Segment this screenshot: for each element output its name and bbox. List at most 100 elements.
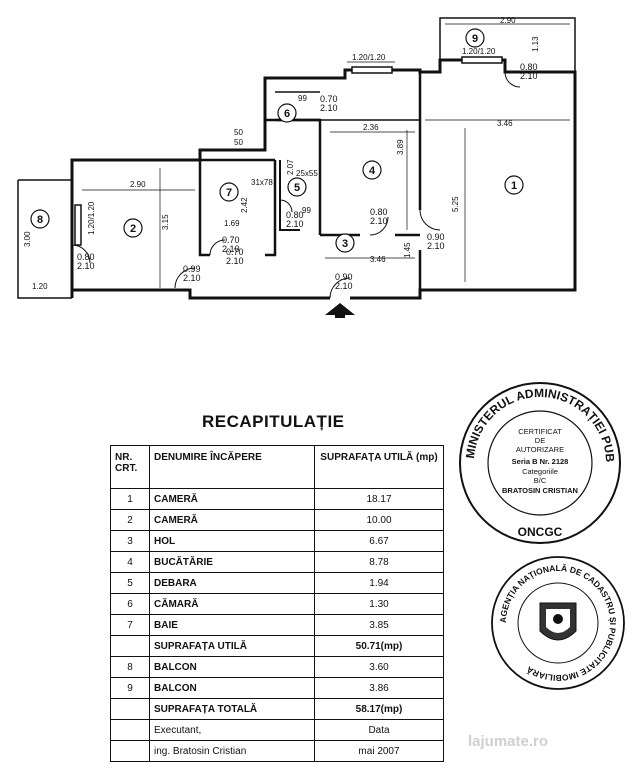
row-name: BALCON bbox=[149, 656, 315, 678]
executant-row: Executant,Data bbox=[110, 719, 444, 741]
door-h: 2.10 bbox=[335, 281, 353, 291]
room-number-2: 2 bbox=[130, 223, 136, 235]
row-name: CAMERĂ bbox=[149, 488, 315, 510]
stamp-line: B/C bbox=[534, 476, 547, 485]
dim-300: 3.00 bbox=[23, 231, 32, 247]
row-name: BALCON bbox=[149, 677, 315, 699]
dim-346-right: 3.46 bbox=[497, 119, 513, 128]
cadastre-stamp: AGENȚIA NAȚIONALĂ DE CADASTRU ȘI PUBLICI… bbox=[491, 556, 625, 690]
door-h: 2.10 bbox=[427, 241, 445, 251]
floor-plan: 1 2 3 4 5 6 7 8 9 2.90 2.90 1.20/1.20 1.… bbox=[17, 16, 577, 318]
recap-table: NR. CRT. DENUMIRE ÎNCĂPERE SUPRAFAȚA UTI… bbox=[110, 445, 444, 762]
dim-207: 2.07 bbox=[286, 159, 295, 175]
room-number-8: 8 bbox=[37, 214, 43, 226]
row-name: DEBARA bbox=[149, 572, 315, 594]
row-area: 6.67 bbox=[314, 530, 444, 552]
dim-120-left: 1.20/1.20 bbox=[87, 201, 96, 235]
coat-of-arms-icon bbox=[539, 602, 577, 641]
row-area: 8.78 bbox=[314, 551, 444, 573]
dim-50a: 50 bbox=[234, 128, 243, 137]
dim-346-hall: 3.46 bbox=[370, 255, 386, 264]
dim-389: 3.89 bbox=[396, 139, 405, 155]
door-h: 2.10 bbox=[286, 219, 304, 229]
dim-290-left: 2.90 bbox=[130, 180, 146, 189]
room-number-5: 5 bbox=[294, 182, 300, 194]
door-w: 0.90 bbox=[427, 232, 445, 242]
dim-50b: 50 bbox=[234, 138, 243, 147]
header-name: DENUMIRE ÎNCĂPERE bbox=[149, 445, 315, 489]
door-w: 0.90 bbox=[335, 272, 353, 282]
dim-31x78: 31x78 bbox=[251, 178, 273, 187]
executant-label: Executant, bbox=[149, 719, 315, 741]
door-w: 0.99 bbox=[183, 264, 201, 274]
door-w: 0.80 bbox=[286, 210, 304, 220]
stamp-bottom-text: ONCGC bbox=[518, 525, 563, 539]
dim-120-bl: 1.20 bbox=[32, 282, 48, 291]
row-area: 3.86 bbox=[314, 677, 444, 699]
watermark-logo: lajumate.ro bbox=[468, 733, 549, 750]
row-name: BUCĂTĂRIE bbox=[149, 551, 315, 573]
row-area: 1.30 bbox=[314, 593, 444, 615]
recap-title: RECAPITULAȚIE bbox=[202, 412, 345, 431]
dim-315: 3.15 bbox=[161, 214, 170, 230]
dim-145: 1.45 bbox=[403, 242, 412, 258]
row-name: BAIE bbox=[149, 614, 315, 636]
row-nr: 8 bbox=[110, 656, 150, 678]
useful-total-value: 50.71(mp) bbox=[314, 635, 444, 657]
door-w: 0.70 bbox=[226, 247, 244, 257]
door-h: 2.10 bbox=[320, 103, 338, 113]
row-nr: 6 bbox=[110, 593, 150, 615]
dim-120-top: 1.20/1.20 bbox=[352, 53, 386, 62]
row-nr: 5 bbox=[110, 572, 150, 594]
date-value: mai 2007 bbox=[314, 740, 444, 762]
row-name: CĂMARĂ bbox=[149, 593, 315, 615]
room-number-1: 1 bbox=[511, 180, 517, 192]
date-label: Data bbox=[314, 719, 444, 741]
row-nr: 7 bbox=[110, 614, 150, 636]
row-nr: 9 bbox=[110, 677, 150, 699]
dim-99b: 99 bbox=[302, 206, 311, 215]
row-area: 1.94 bbox=[314, 572, 444, 594]
grand-total-value: 58.17(mp) bbox=[314, 698, 444, 720]
door-h: 2.10 bbox=[183, 273, 201, 283]
dim-236: 2.36 bbox=[363, 123, 379, 132]
dim-242: 2.42 bbox=[240, 197, 249, 213]
header-nr: NR. CRT. bbox=[110, 445, 150, 489]
row-nr: 2 bbox=[110, 509, 150, 531]
row-nr: 1 bbox=[110, 488, 150, 510]
room-number-3: 3 bbox=[342, 238, 348, 250]
room-number-6: 6 bbox=[284, 108, 290, 120]
authorization-stamp: MINISTERUL ADMINISTRAȚIEI PUBLICE ONCGC … bbox=[455, 378, 621, 544]
stamp-line: BRATOSIN CRISTIAN bbox=[502, 486, 578, 495]
stamp-line: Categoriile bbox=[522, 467, 558, 476]
header-area: SUPRAFAȚA UTILĂ (mp) bbox=[314, 445, 444, 489]
entry-arrow-icon bbox=[325, 303, 355, 318]
row-area: 3.60 bbox=[314, 656, 444, 678]
grand-total-label: SUPRAFAȚA TOTALĂ bbox=[149, 698, 315, 720]
door-h: 2.10 bbox=[77, 261, 95, 271]
stamp-line: CERTIFICAT bbox=[518, 427, 562, 436]
stamp-line: DE bbox=[535, 436, 545, 445]
door-w: 0.80 bbox=[520, 62, 538, 72]
dim-25x55: 25x55 bbox=[296, 169, 318, 178]
room-number-4: 4 bbox=[369, 165, 376, 177]
dim-525: 5.25 bbox=[451, 196, 460, 212]
door-h: 2.10 bbox=[226, 256, 244, 266]
row-name: CAMERĂ bbox=[149, 509, 315, 531]
